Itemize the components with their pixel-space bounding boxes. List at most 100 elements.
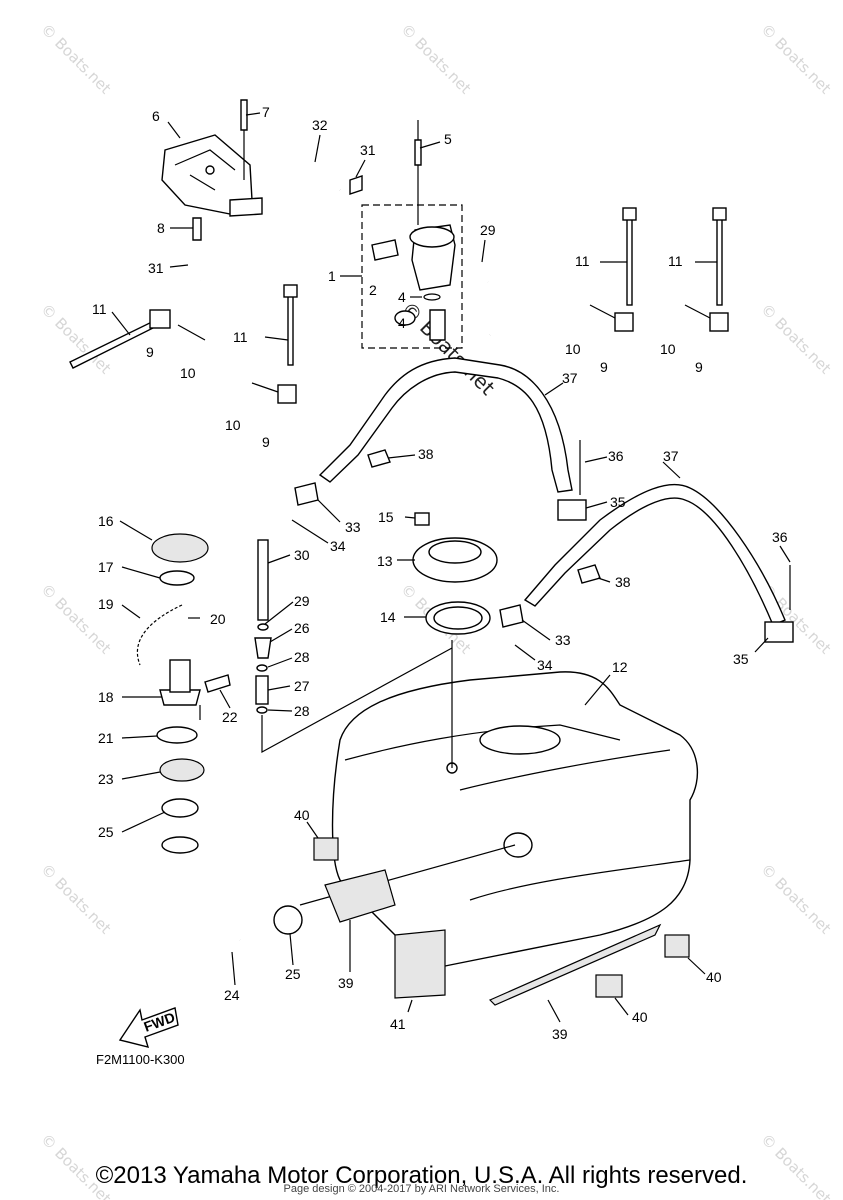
callout-4: 4	[398, 289, 406, 305]
callout-20: 20	[210, 611, 226, 627]
callout-31: 31	[148, 260, 164, 276]
callout-26: 26	[294, 620, 310, 636]
callout-39: 39	[338, 975, 354, 991]
clamp-part-25	[273, 905, 303, 935]
watermark: © Boats.net	[37, 580, 115, 658]
decal-part-40	[313, 837, 339, 861]
hose-part-30	[257, 539, 269, 621]
fwd-arrow-icon: FWD	[118, 1007, 179, 1048]
callout-17: 17	[98, 559, 114, 575]
callout-33: 33	[555, 632, 571, 648]
callout-34: 34	[537, 657, 553, 673]
cap-part-16	[151, 533, 209, 563]
bracket-part-35	[557, 499, 587, 521]
callout-9: 9	[695, 359, 703, 375]
watermark: © Boats.net	[37, 20, 115, 98]
callout-9: 9	[262, 434, 270, 450]
callout-30: 30	[294, 547, 310, 563]
callout-21: 21	[98, 730, 114, 746]
callout-29: 29	[480, 222, 496, 238]
callout-15: 15	[378, 509, 394, 525]
watermark: © Boats.net	[757, 300, 835, 378]
callout-6: 6	[152, 108, 160, 124]
nut-part-15	[414, 512, 430, 526]
callout-11: 11	[668, 253, 683, 269]
callout-27: 27	[294, 678, 310, 694]
watermark: © Boats.net	[757, 860, 835, 938]
callout-10: 10	[180, 365, 196, 381]
decal-part-39	[488, 923, 662, 1006]
callout-2: 2	[369, 282, 377, 298]
gasket-part-21	[156, 726, 198, 744]
callouts: 6 7 8 31 32 31 5 1 2 4 4 29 11 9 10 11 1…	[92, 104, 788, 1042]
hose-part-27	[255, 675, 269, 705]
callout-25: 25	[285, 966, 301, 982]
callout-10: 10	[565, 341, 581, 357]
callout-12: 12	[612, 659, 628, 675]
callout-10: 10	[660, 341, 676, 357]
callout-40: 40	[632, 1009, 648, 1025]
callout-32: 32	[312, 117, 328, 133]
decal-part-39	[324, 869, 396, 923]
callout-10: 10	[225, 417, 241, 433]
ties-and-clips	[69, 207, 729, 404]
callout-23: 23	[98, 771, 114, 787]
decal-part-40	[595, 974, 623, 998]
callout-13: 13	[377, 553, 393, 569]
callout-37: 37	[663, 448, 679, 464]
callout-28: 28	[294, 703, 310, 719]
callout-18: 18	[98, 689, 114, 705]
callout-34: 34	[330, 538, 346, 554]
chain-part-19	[136, 604, 183, 666]
callout-8: 8	[157, 220, 165, 236]
callout-3: 4	[398, 315, 406, 331]
callout-40: 40	[706, 969, 722, 985]
ring-part-17	[159, 570, 195, 586]
callout-11: 11	[575, 253, 590, 269]
decal-part-40	[664, 934, 690, 958]
callout-28: 28	[294, 649, 310, 665]
cover-part-6	[161, 99, 263, 241]
callout-22: 22	[222, 709, 238, 725]
callout-14: 14	[380, 609, 396, 625]
leader-lines	[111, 112, 791, 1023]
callout-16: 16	[98, 513, 114, 529]
callout-24: 24	[224, 987, 240, 1003]
filter-assembly-part-1	[349, 120, 463, 349]
callout-40: 40	[294, 807, 310, 823]
callout-39: 39	[552, 1026, 568, 1042]
callout-9: 9	[600, 359, 608, 375]
watermark: © Boats.net	[757, 20, 835, 98]
watermark: © Boats.net	[37, 860, 115, 938]
callout-11: 11	[233, 329, 248, 345]
callout-35: 35	[733, 651, 749, 667]
callout-1: 1	[328, 268, 336, 284]
diagram-code: F2M1100-K300	[96, 1052, 185, 1067]
callout-5: 5	[444, 131, 452, 147]
callout-33: 33	[345, 519, 361, 535]
copyright-notice: ©2013 Yamaha Motor Corporation, U.S.A. A…	[95, 1162, 748, 1189]
callout-29: 29	[294, 593, 310, 609]
watermark: © Boats.net	[397, 20, 475, 98]
callout-38: 38	[418, 446, 434, 462]
decal-part-41	[394, 929, 446, 999]
callout-11: 11	[92, 301, 107, 317]
callout-19: 19	[98, 596, 114, 612]
fuel-tank-part-12	[331, 671, 699, 968]
callout-9: 9	[146, 344, 154, 360]
callout-31: 31	[360, 142, 376, 158]
callout-36: 36	[772, 529, 788, 545]
straps-part-37	[318, 357, 786, 626]
page-design-notice: Page design © 2004-2017 by ARI Network S…	[283, 1183, 560, 1195]
callout-37: 37	[562, 370, 578, 386]
callout-38: 38	[615, 574, 631, 590]
callout-41: 41	[390, 1016, 406, 1032]
clamp-part-25	[161, 798, 199, 818]
valve-part-26	[254, 637, 272, 659]
callout-36: 36	[608, 448, 624, 464]
callout-35: 35	[610, 494, 626, 510]
bracket-part-35	[764, 621, 794, 643]
nut-part-23	[159, 758, 205, 782]
callout-7: 7	[262, 104, 270, 120]
